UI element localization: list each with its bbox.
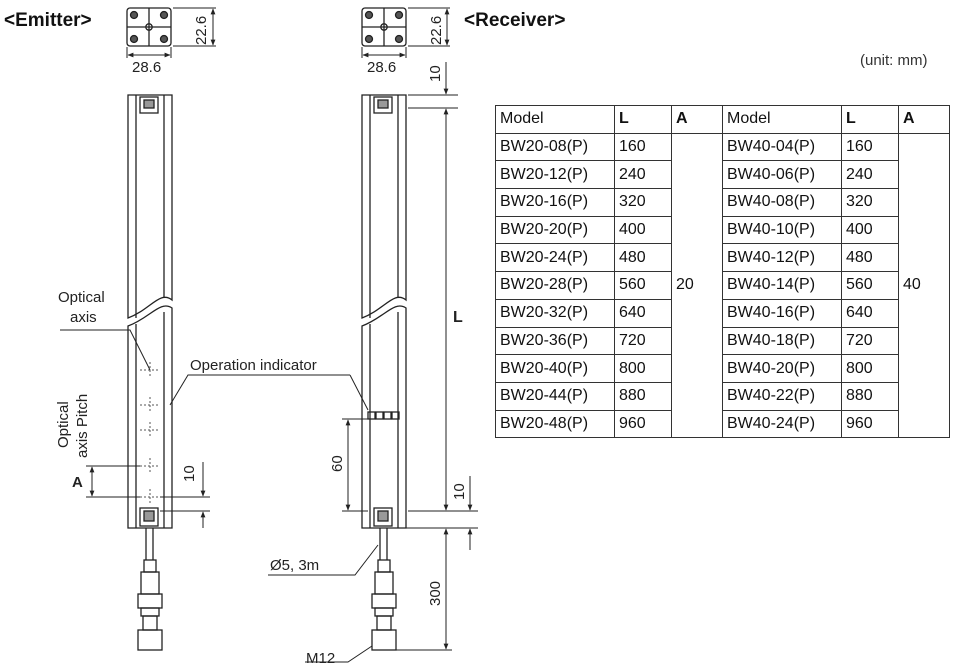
model-cell: BW40-08(P) [722,188,842,217]
length-cell: 560 [841,271,899,300]
length-cell: 880 [841,381,899,411]
length-cell: 800 [614,354,672,383]
model-cell: BW40-04(P) [722,132,842,162]
emitter-depth-label: 22.6 [193,16,210,45]
receiver-cable-connector [371,528,397,651]
model-cell: BW20-40(P) [495,354,615,383]
length-cell: 960 [841,409,899,439]
header-a-1: A [671,105,723,134]
emitter-title: <Emitter> [4,10,92,31]
length-letter: L [453,309,463,326]
emitter-top-view [126,7,172,47]
header-model-1: Model [495,105,615,134]
emitter-width-label: 28.6 [132,59,161,76]
cable-spec-label: Ø5, 3m [270,557,319,574]
emitter-housing [127,94,173,529]
receiver-width-label: 28.6 [367,59,396,76]
length-cell: 240 [841,160,899,190]
emitter-cable-connector [137,528,163,651]
length-cell: 160 [841,132,899,162]
cable-length-label: 300 [427,581,444,606]
model-cell: BW20-32(P) [495,298,615,328]
emitter-bottom-offset-label: 10 [181,465,198,482]
model-cell: BW40-16(P) [722,298,842,328]
length-cell: 480 [614,243,672,273]
optical-axis-label-line1: Optical [58,289,105,306]
model-cell: BW40-18(P) [722,326,842,356]
length-cell: 320 [841,188,899,217]
length-cell: 560 [614,271,672,300]
model-cell: BW20-08(P) [495,132,615,162]
length-cell: 800 [841,354,899,383]
model-cell: BW40-06(P) [722,160,842,190]
length-cell: 400 [614,215,672,245]
length-cell: 480 [841,243,899,273]
length-cell: 720 [614,326,672,356]
axis-pitch-label-line1: Optical [55,401,72,448]
optical-axis-label-line2: axis [70,309,97,326]
pitch-cell: 20 [671,132,723,439]
model-cell: BW40-20(P) [722,354,842,383]
receiver-bottom-offset-label: 10 [451,483,468,500]
length-cell: 640 [614,298,672,328]
pitch-letter: A [72,474,83,491]
receiver-top-offset-label: 10 [427,65,444,82]
model-cell: BW40-14(P) [722,271,842,300]
header-a-2: A [898,105,950,134]
receiver-title: <Receiver> [464,10,566,31]
length-cell: 240 [614,160,672,190]
model-cell: BW20-20(P) [495,215,615,245]
receiver-depth-label: 22.6 [428,16,445,45]
indicator-height-label: 60 [329,455,346,472]
model-cell: BW40-24(P) [722,409,842,439]
length-cell: 640 [841,298,899,328]
unit-note: (unit: mm) [860,52,928,69]
table-header-row: Model L A Model L A [495,105,950,134]
emitter-optical-axes [140,362,160,505]
model-cell: BW20-24(P) [495,243,615,273]
connector-label: M12 [306,650,335,667]
length-cell: 880 [614,381,672,411]
receiver-housing [361,94,407,529]
model-cell: BW40-10(P) [722,215,842,245]
length-cell: 960 [614,409,672,439]
operation-indicator-label: Operation indicator [190,357,317,374]
header-model-2: Model [722,105,842,134]
model-cell: BW20-16(P) [495,188,615,217]
axis-pitch-label-line2: axis Pitch [74,394,91,458]
receiver-top-view [361,7,407,47]
model-cell: BW20-36(P) [495,326,615,356]
length-cell: 160 [614,132,672,162]
model-cell: BW20-48(P) [495,409,615,439]
model-cell: BW40-22(P) [722,381,842,411]
header-l-1: L [614,105,672,134]
length-cell: 400 [841,215,899,245]
model-cell: BW40-12(P) [722,243,842,273]
header-l-2: L [841,105,899,134]
length-cell: 320 [614,188,672,217]
pitch-cell: 40 [898,132,950,439]
length-cell: 720 [841,326,899,356]
model-cell: BW20-44(P) [495,381,615,411]
model-cell: BW20-12(P) [495,160,615,190]
model-cell: BW20-28(P) [495,271,615,300]
